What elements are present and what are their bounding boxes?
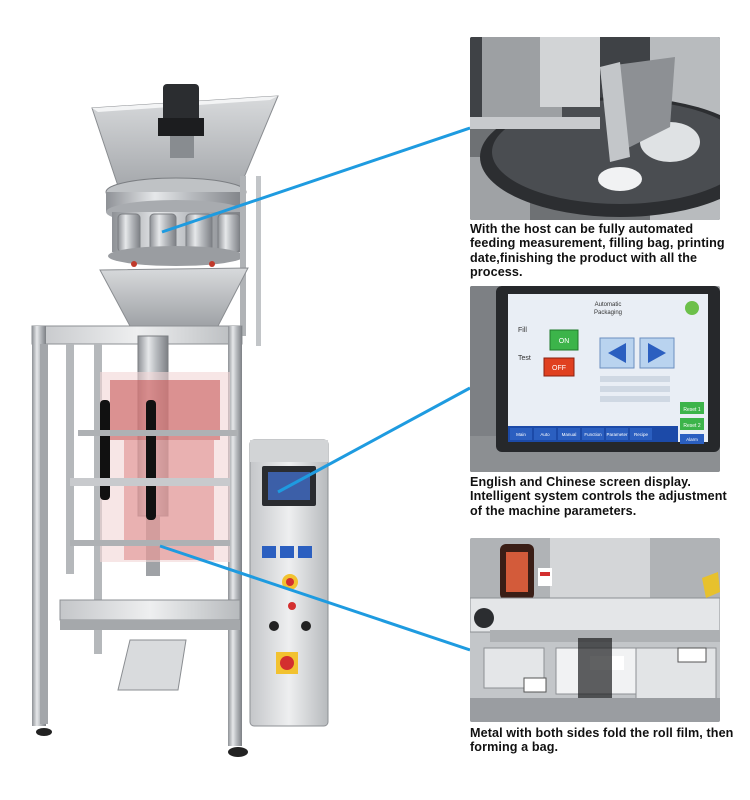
hmi-tab-parameter-label: Parameter bbox=[606, 432, 628, 437]
hmi-off-label: OFF bbox=[552, 365, 566, 372]
photo-touch-screen: Automatic Packaging Fill ON Test OFF Res… bbox=[470, 286, 720, 472]
hmi-on-button[interactable] bbox=[549, 329, 579, 351]
hmi-tab-alarm-label: Alarm bbox=[686, 437, 698, 442]
hmi-tab-auto[interactable] bbox=[534, 428, 556, 440]
hmi-on-label: ON bbox=[559, 338, 570, 345]
hmi-logo-icon bbox=[685, 301, 699, 315]
hmi-fill-label: Fill bbox=[518, 327, 527, 334]
hmi-reset1-button[interactable] bbox=[680, 402, 704, 414]
hmi-reset1-label: Reset 1 bbox=[683, 407, 700, 413]
callout-caption-2: English and Chinese screen display. Inte… bbox=[470, 475, 727, 518]
hmi-tab-function[interactable] bbox=[582, 428, 604, 440]
hmi-tab-main[interactable] bbox=[510, 428, 532, 440]
discharge-chute bbox=[117, 639, 187, 691]
photo-forming-mechanism bbox=[470, 538, 720, 722]
hmi-tab-alarm[interactable] bbox=[680, 434, 704, 444]
filling-funnel bbox=[99, 267, 249, 327]
hmi-title-line1: Automatic bbox=[595, 302, 622, 308]
hmi-tab-manual-label: Manual bbox=[562, 432, 577, 437]
hmi-tab-parameter[interactable] bbox=[606, 428, 628, 440]
hmi-tab-function-label: Function bbox=[584, 432, 602, 437]
hmi-tab-recipe[interactable] bbox=[630, 428, 652, 440]
hmi-title-line2: Packaging bbox=[594, 310, 622, 316]
hmi-tab-auto-label: Auto bbox=[540, 432, 550, 437]
callout-caption-3: Metal with both sides fold the roll film… bbox=[470, 726, 734, 755]
hmi-tab-recipe-label: Recipe bbox=[634, 432, 649, 437]
hmi-tab-manual[interactable] bbox=[558, 428, 580, 440]
door-handle-left bbox=[100, 400, 110, 500]
hmi-reset2-button[interactable] bbox=[680, 418, 704, 430]
callout-line-3 bbox=[159, 544, 470, 652]
hmi-test-label: Test bbox=[518, 355, 531, 362]
hmi-reset2-label: Reset 2 bbox=[683, 423, 700, 429]
callout-line-1 bbox=[161, 126, 470, 234]
hmi-off-button[interactable] bbox=[543, 357, 575, 377]
callout-caption-1: With the host can be fully automated fee… bbox=[470, 222, 725, 280]
packaging-machine-photo bbox=[31, 84, 470, 757]
door-handle-right bbox=[146, 400, 156, 520]
photo-hopper-closeup bbox=[470, 37, 720, 220]
left-arrow-icon bbox=[608, 343, 626, 363]
right-arrow-icon bbox=[648, 343, 666, 363]
machine-frame bbox=[31, 325, 243, 345]
callout-line-2 bbox=[277, 386, 470, 494]
hmi-tab-main-label: Main bbox=[516, 432, 526, 437]
